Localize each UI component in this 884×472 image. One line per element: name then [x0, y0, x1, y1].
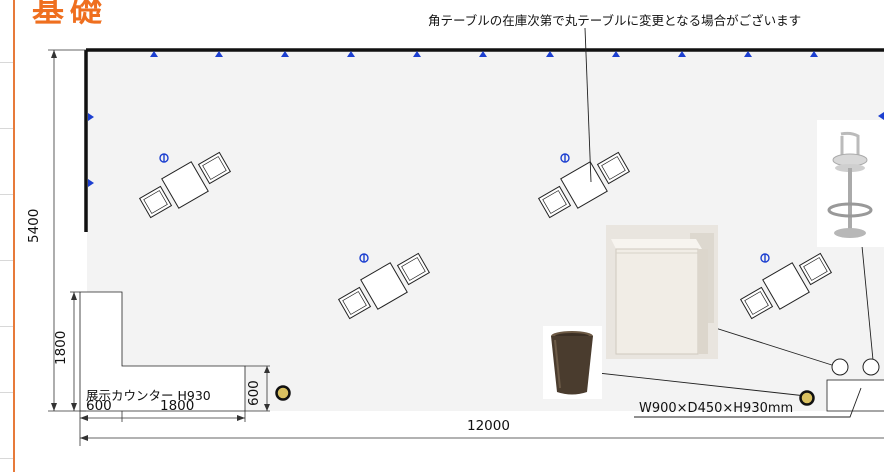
table-set	[138, 151, 232, 219]
spotlight	[88, 179, 94, 187]
right-counter	[826, 379, 884, 412]
spotlight	[546, 51, 554, 57]
spotlight	[215, 51, 223, 57]
page-left-border	[0, 0, 15, 472]
dimension-counter-height: 600	[246, 380, 262, 406]
dimension-lines	[48, 49, 884, 446]
callout-note: 角テーブルの在庫次第で丸テーブルに変更となる場合がございます	[428, 13, 802, 28]
stool-photo	[817, 120, 884, 247]
stool-symbol	[831, 358, 849, 376]
dimension-width-total: 12000	[467, 418, 510, 434]
dimension-counter-depth: 600	[86, 398, 112, 414]
spotlight	[744, 51, 752, 57]
spotlight	[878, 112, 884, 120]
spotlight	[678, 51, 686, 57]
display-counter-label: 展示カウンター H930	[86, 388, 211, 403]
outlet-icon	[359, 253, 369, 263]
bin-symbol	[799, 390, 815, 406]
stool-symbol	[862, 358, 880, 376]
page-title: 基礎	[32, 0, 109, 29]
counter-spec-label: W900×D450×H930mm	[639, 401, 794, 416]
spotlight	[150, 51, 158, 57]
table-set	[337, 252, 431, 320]
bin-photo	[543, 326, 602, 399]
spotlight	[88, 113, 94, 121]
counter-photo	[606, 225, 718, 359]
table-set	[739, 252, 833, 320]
dimension-counter-length: 1800	[160, 398, 195, 414]
spotlight	[479, 51, 487, 57]
spotlight	[810, 51, 818, 57]
spotlights	[88, 51, 884, 187]
spotlight	[413, 51, 421, 57]
outlet-symbols	[159, 153, 770, 263]
spotlight	[347, 51, 355, 57]
outlet-icon	[560, 153, 570, 163]
dimension-height-counter: 1800	[53, 330, 69, 365]
spotlight	[612, 51, 620, 57]
booth-floor	[87, 50, 884, 411]
spotlight	[281, 51, 289, 57]
table-set	[537, 151, 631, 219]
outlet-icon	[760, 253, 770, 263]
bin-symbol	[275, 385, 291, 401]
dimension-height-total: 5400	[26, 208, 42, 243]
outlet-icon	[159, 153, 169, 163]
